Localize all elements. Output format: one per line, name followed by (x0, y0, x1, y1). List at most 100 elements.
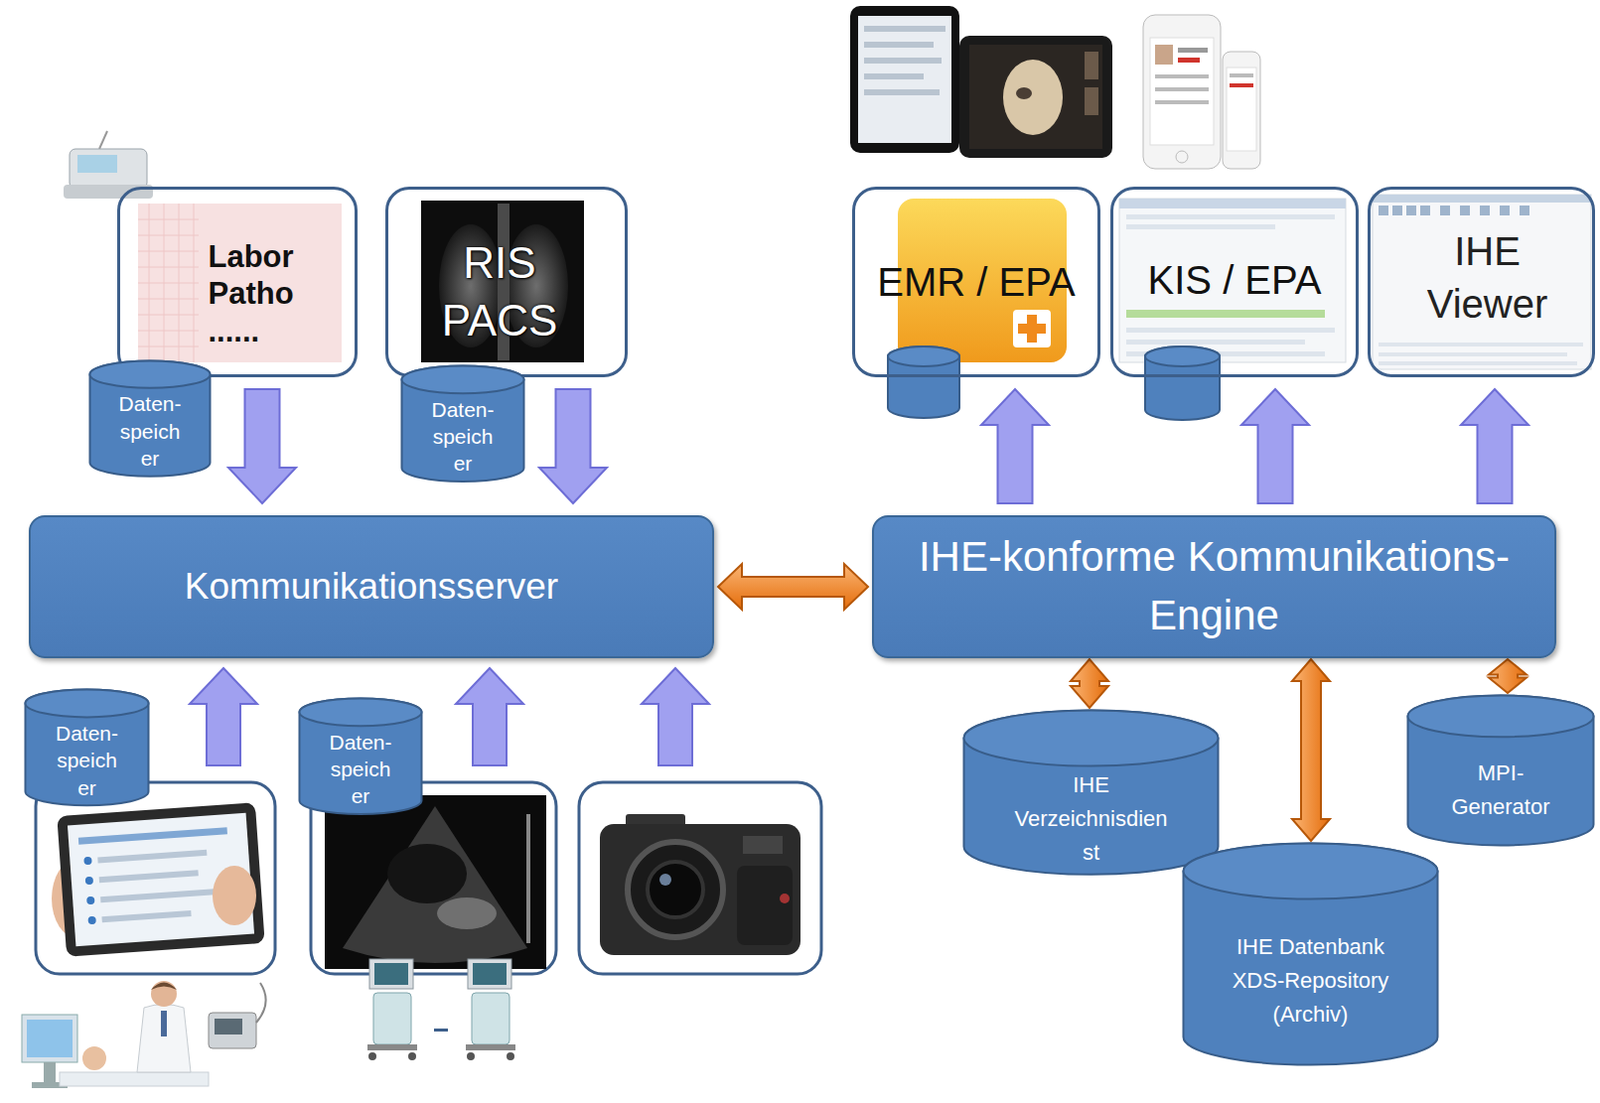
database-label: MPI- Generator (1446, 756, 1556, 825)
ultrasound-scale (526, 814, 531, 944)
ultrasound-image (324, 795, 547, 970)
cylinder-body (1183, 844, 1439, 1066)
text-group: Daten- speich er (423, 396, 503, 478)
block-arrow (1292, 659, 1330, 842)
viewer-screenshot (1372, 194, 1592, 370)
cart-body (471, 993, 510, 1045)
cylinder-top (25, 690, 149, 719)
ecg-paper (138, 203, 342, 363)
server-label: IHE-konforme Kommunikations-Engine (906, 528, 1523, 646)
patient-head (82, 1046, 107, 1071)
server-band: IHE-konforme Kommunikations-Engine (872, 515, 1557, 659)
skull-eye (1016, 87, 1032, 100)
server-band: Kommunikationsserver (28, 515, 715, 659)
screen-row (1155, 87, 1209, 92)
text-group: Daten- speich er (110, 390, 190, 472)
cart-screen (374, 963, 409, 986)
thumbnail (1084, 51, 1099, 80)
phone-screen (1226, 67, 1257, 151)
system-box: RIS PACS (385, 186, 628, 378)
viewer-icons (1378, 205, 1530, 216)
lens-glint (659, 873, 672, 886)
device-box (579, 782, 822, 975)
hand (212, 866, 257, 926)
screen-row (99, 870, 199, 883)
ecg-device (69, 148, 147, 189)
screen-row (1126, 214, 1335, 220)
doctor-tie (160, 1011, 167, 1037)
screen-row (1126, 327, 1335, 333)
camera-lens-inner (647, 862, 704, 918)
phone-button (1175, 150, 1188, 163)
cart-wheel (466, 1052, 475, 1061)
tablet-device (850, 5, 960, 153)
tablet-screen (969, 44, 1103, 149)
phone-photo (1155, 44, 1173, 65)
cylinder-top (299, 699, 423, 728)
tablet-in-hands (56, 802, 265, 958)
cylinder-body (402, 366, 525, 483)
tablet-body (56, 802, 265, 958)
cylinder-top (402, 366, 525, 395)
cart-monitor (369, 959, 414, 990)
ultrasound-shape (436, 897, 497, 930)
device-cable (256, 983, 267, 1023)
camera-grip (736, 866, 793, 946)
database-cylinder: MPI- Generator (1406, 694, 1596, 848)
cylinder-body (90, 361, 211, 477)
system-box: EMR / EPA (852, 186, 1101, 378)
screen-row (100, 888, 215, 903)
ecg-grid (138, 203, 199, 363)
database-label: Daten- speich er (320, 728, 401, 811)
text-group: RIS PACS (425, 234, 575, 350)
block-arrow (718, 564, 869, 610)
cart-base (367, 1044, 418, 1051)
skull-image (1003, 59, 1063, 136)
block-arrow (1241, 389, 1310, 504)
viewer-toolbar (1372, 194, 1592, 203)
ultrasound-fan (342, 806, 528, 964)
cylinder-top (964, 711, 1219, 767)
device-box (35, 782, 276, 975)
system-box: Labor Patho ...... (117, 186, 358, 378)
database-cylinder: Daten- speich er (400, 364, 526, 484)
screen-row (864, 89, 940, 96)
screen-row (1378, 361, 1578, 366)
cart-wheel (368, 1052, 377, 1061)
device-antenna (99, 131, 108, 149)
ultrasound-shape (387, 844, 467, 904)
text-group: IHE Datenbank XDS-Repository (Archiv) (1228, 930, 1393, 1032)
cylinder-body (1408, 696, 1595, 847)
database-icon-top (1145, 346, 1220, 367)
phone-screen (1150, 37, 1214, 146)
xray-image (421, 200, 584, 363)
screen-dot (85, 876, 95, 886)
block-arrow (641, 668, 710, 766)
tablet-screen (858, 15, 952, 144)
database-icon (887, 346, 960, 419)
text-group: Labor Patho ...... (208, 238, 323, 350)
screen-row (1126, 224, 1276, 230)
database-cylinder: Daten- speich er (23, 688, 150, 808)
phone-device (1222, 51, 1261, 169)
emr-icon-plus (1018, 323, 1046, 334)
tablet-device (959, 35, 1113, 158)
ecg-device (208, 1013, 257, 1049)
database-cylinder: IHE Verzeichnisdien st (962, 709, 1220, 876)
camera-body (599, 824, 801, 956)
cart-wheel (408, 1052, 417, 1061)
database-cylinder: Daten- speich er (88, 359, 212, 478)
block-arrow (1488, 659, 1527, 694)
text-group: Daten- speich er (47, 720, 128, 802)
cylinder-body (299, 699, 423, 816)
system-label: RIS PACS (425, 234, 575, 350)
cylinder-top (90, 361, 211, 389)
doctor-coat (137, 1005, 191, 1074)
screen-row (1378, 342, 1584, 347)
block-arrow (228, 389, 296, 504)
text-group: IHE Viewer (1418, 225, 1558, 331)
screen-row (78, 827, 228, 845)
camera-lens (627, 842, 724, 938)
system-box: KIS / EPA (1110, 186, 1359, 378)
monitor-screen (26, 1019, 73, 1058)
